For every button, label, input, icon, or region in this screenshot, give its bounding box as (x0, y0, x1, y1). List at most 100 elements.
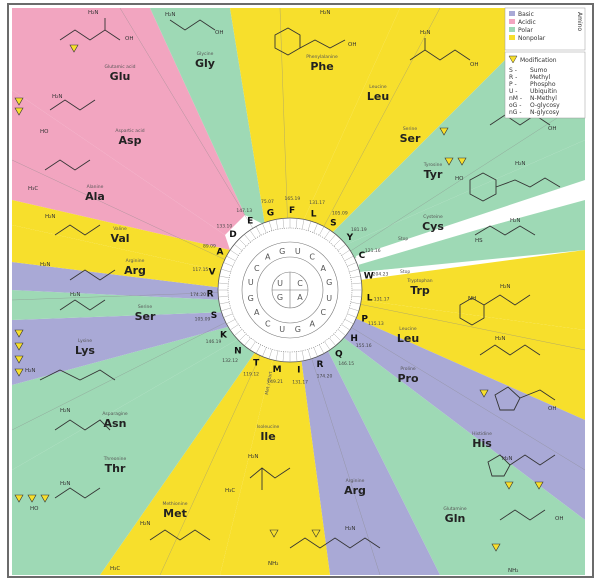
svg-text:H₂N: H₂N (248, 454, 258, 460)
mod-text: Ubiquitin (530, 88, 557, 95)
abbr-asn: Asn (104, 417, 127, 430)
nuc-middle: A (265, 253, 271, 262)
nuc-middle: U (248, 278, 254, 287)
stop-label-1: Stop (398, 236, 408, 242)
mass-thr: 119.12 (243, 371, 259, 377)
abbr-tyr: Tyr (424, 168, 443, 181)
mass-trp: 204.23 (373, 272, 389, 278)
code-m: M (273, 365, 282, 375)
mod-code: nG - (509, 109, 522, 116)
svg-text:H₂N: H₂N (420, 30, 430, 36)
mass-pro: 115.13 (368, 321, 384, 327)
nuc-middle: C (254, 264, 260, 273)
svg-text:H₂N: H₂N (502, 456, 512, 462)
mass-ile: 131.17 (292, 379, 308, 385)
code-r: R (207, 289, 214, 299)
nuc-middle: A (309, 319, 315, 328)
svg-text:H₂N: H₂N (495, 336, 505, 342)
abbr-lys: Lys (75, 344, 95, 357)
mass-asp: 133.10 (217, 223, 233, 229)
svg-text:H₂N: H₂N (60, 481, 70, 487)
mod-text: O-glycosy (530, 102, 560, 109)
svg-text:HS: HS (475, 238, 483, 244)
mass-gln: 146.15 (338, 361, 354, 367)
code-f: F (289, 206, 295, 216)
mass-cys: 121.16 (365, 248, 381, 254)
code-s: S (211, 311, 217, 321)
svg-text:H₂N: H₂N (25, 368, 35, 374)
svg-text:H₂N: H₂N (140, 521, 150, 527)
code-y: Y (346, 233, 354, 243)
nuc-middle: U (279, 325, 285, 334)
abbr-met: Met (163, 507, 187, 520)
code-d: D (229, 230, 236, 240)
abbr-ala: Ala (85, 190, 105, 203)
mass-ser: 105.09 (195, 317, 211, 323)
mod-text: Phospho (530, 81, 556, 88)
legend-basic: Basic (518, 11, 534, 18)
mass-ala: 89.09 (203, 244, 216, 250)
svg-text:H₂N: H₂N (45, 214, 55, 220)
mod-code: nM - (509, 95, 522, 102)
nuc-inner-2: C (297, 279, 303, 288)
abbr-glu: Glu (110, 70, 131, 83)
nuc-middle: U (295, 247, 301, 256)
svg-text:H₃C: H₃C (110, 566, 120, 572)
abbr-phe: Phe (310, 60, 333, 73)
nuc-middle: U (326, 294, 332, 303)
code-s: S (330, 219, 336, 229)
svg-text:H₂N: H₂N (320, 10, 330, 16)
abbr-thr: Thr (105, 462, 126, 475)
legend-swatch-nonpolar (509, 35, 515, 40)
mod-code: R - (509, 74, 517, 81)
abbr-trp: Trp (410, 284, 430, 297)
mass-gly: 75.07 (261, 199, 274, 205)
abbr-gln: Gln (445, 512, 466, 525)
svg-text:OH: OH (555, 516, 563, 522)
mass-leu: 131.17 (374, 297, 390, 303)
nuc-inner-4: G (277, 293, 283, 302)
svg-text:NH: NH (468, 296, 476, 302)
mod-text: Methyl (530, 74, 551, 81)
abbr-ser: Ser (400, 132, 421, 145)
stop-label-2: Stop (400, 269, 410, 275)
abbr-cys: Cys (422, 220, 444, 233)
abbr-ile: Ile (260, 430, 275, 443)
nuc-middle: G (248, 294, 254, 303)
mass-his: 155.16 (356, 343, 372, 349)
legend-vertical: Amino (576, 12, 583, 31)
legend-swatch-acidic (509, 19, 515, 24)
abbr-leu: Leu (367, 90, 389, 103)
svg-text:H₂N: H₂N (88, 10, 98, 16)
svg-text:H₂N: H₂N (510, 218, 520, 224)
code-h: H (350, 334, 358, 344)
code-l: L (367, 294, 373, 304)
legend-swatch-basic (509, 11, 515, 16)
code-t: T (253, 359, 260, 369)
nuc-middle: G (279, 247, 285, 256)
svg-text:NH₂: NH₂ (508, 568, 518, 574)
abbr-val: Val (110, 232, 129, 245)
svg-text:H₂N: H₂N (70, 292, 80, 298)
mass-asn: 132.12 (222, 358, 238, 364)
mass-lys: 146.19 (206, 339, 222, 345)
abbr-gly: Gly (195, 57, 215, 70)
svg-text:OH: OH (348, 42, 356, 48)
abbr-pro: Pro (397, 372, 418, 385)
code-e: E (247, 217, 253, 227)
code-g: G (267, 208, 274, 218)
svg-text:H₂N: H₂N (52, 94, 62, 100)
code-l: L (311, 210, 317, 220)
mass-val: 117.15 (193, 267, 209, 273)
svg-text:H₃C: H₃C (28, 186, 38, 192)
svg-text:H₂N: H₂N (515, 161, 525, 167)
mass-glu: 147.13 (236, 208, 252, 214)
abbr-arg: Arg (344, 484, 366, 497)
mass-ser: 105.09 (332, 211, 348, 217)
legend-acidic: Acidic (518, 19, 536, 26)
mass-tyr: 181.19 (351, 227, 367, 233)
svg-text:H₂N: H₂N (60, 408, 70, 414)
svg-text:OH: OH (548, 406, 556, 412)
